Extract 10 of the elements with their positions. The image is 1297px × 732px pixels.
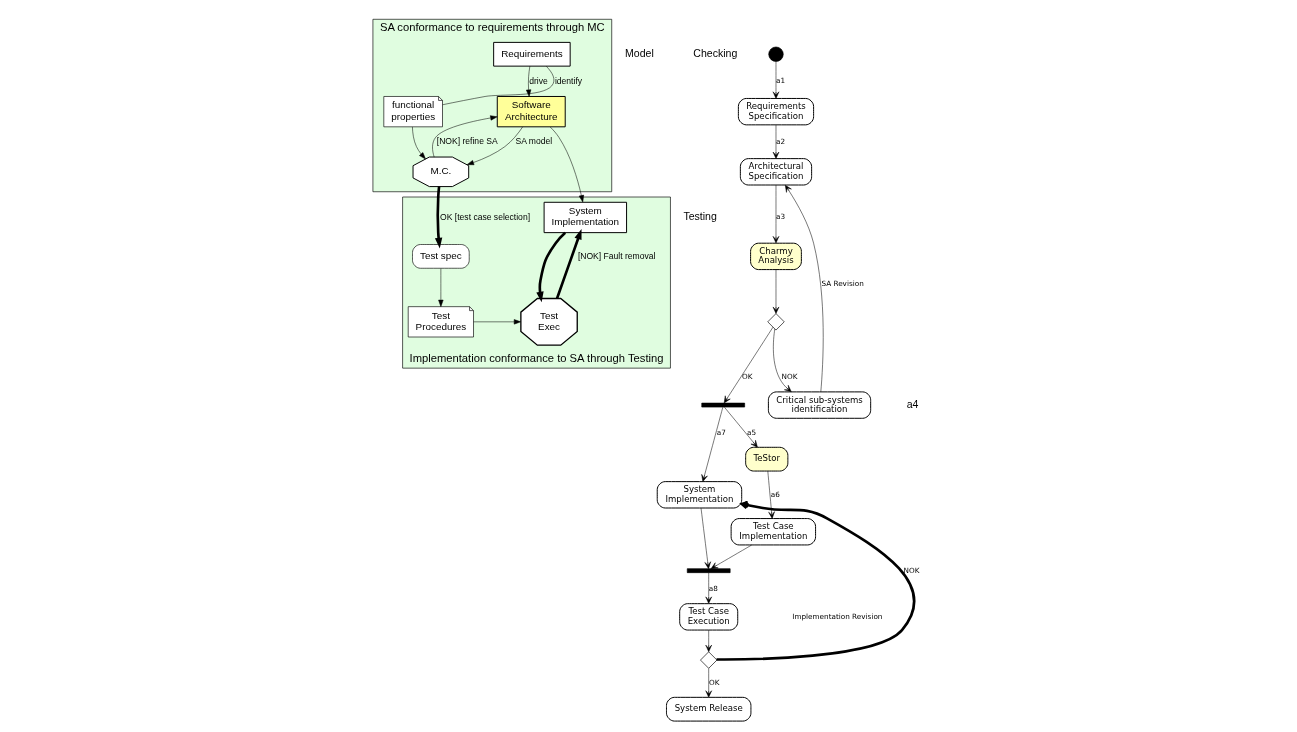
edge-label: OK [test case selection]: [439, 211, 530, 222]
edge-label: [NOK] refine SA: [436, 136, 498, 147]
node-label: Testing: [682, 209, 717, 222]
node-label: a4: [906, 397, 918, 410]
edge-label: [NOK] Fault removal: [577, 250, 655, 261]
edge-label: drive: [528, 75, 548, 86]
edge-label: SA model: [515, 136, 552, 147]
node-label: Model: [624, 46, 654, 59]
edge-label: identify: [554, 75, 582, 86]
node-label: Checking: [692, 46, 737, 59]
